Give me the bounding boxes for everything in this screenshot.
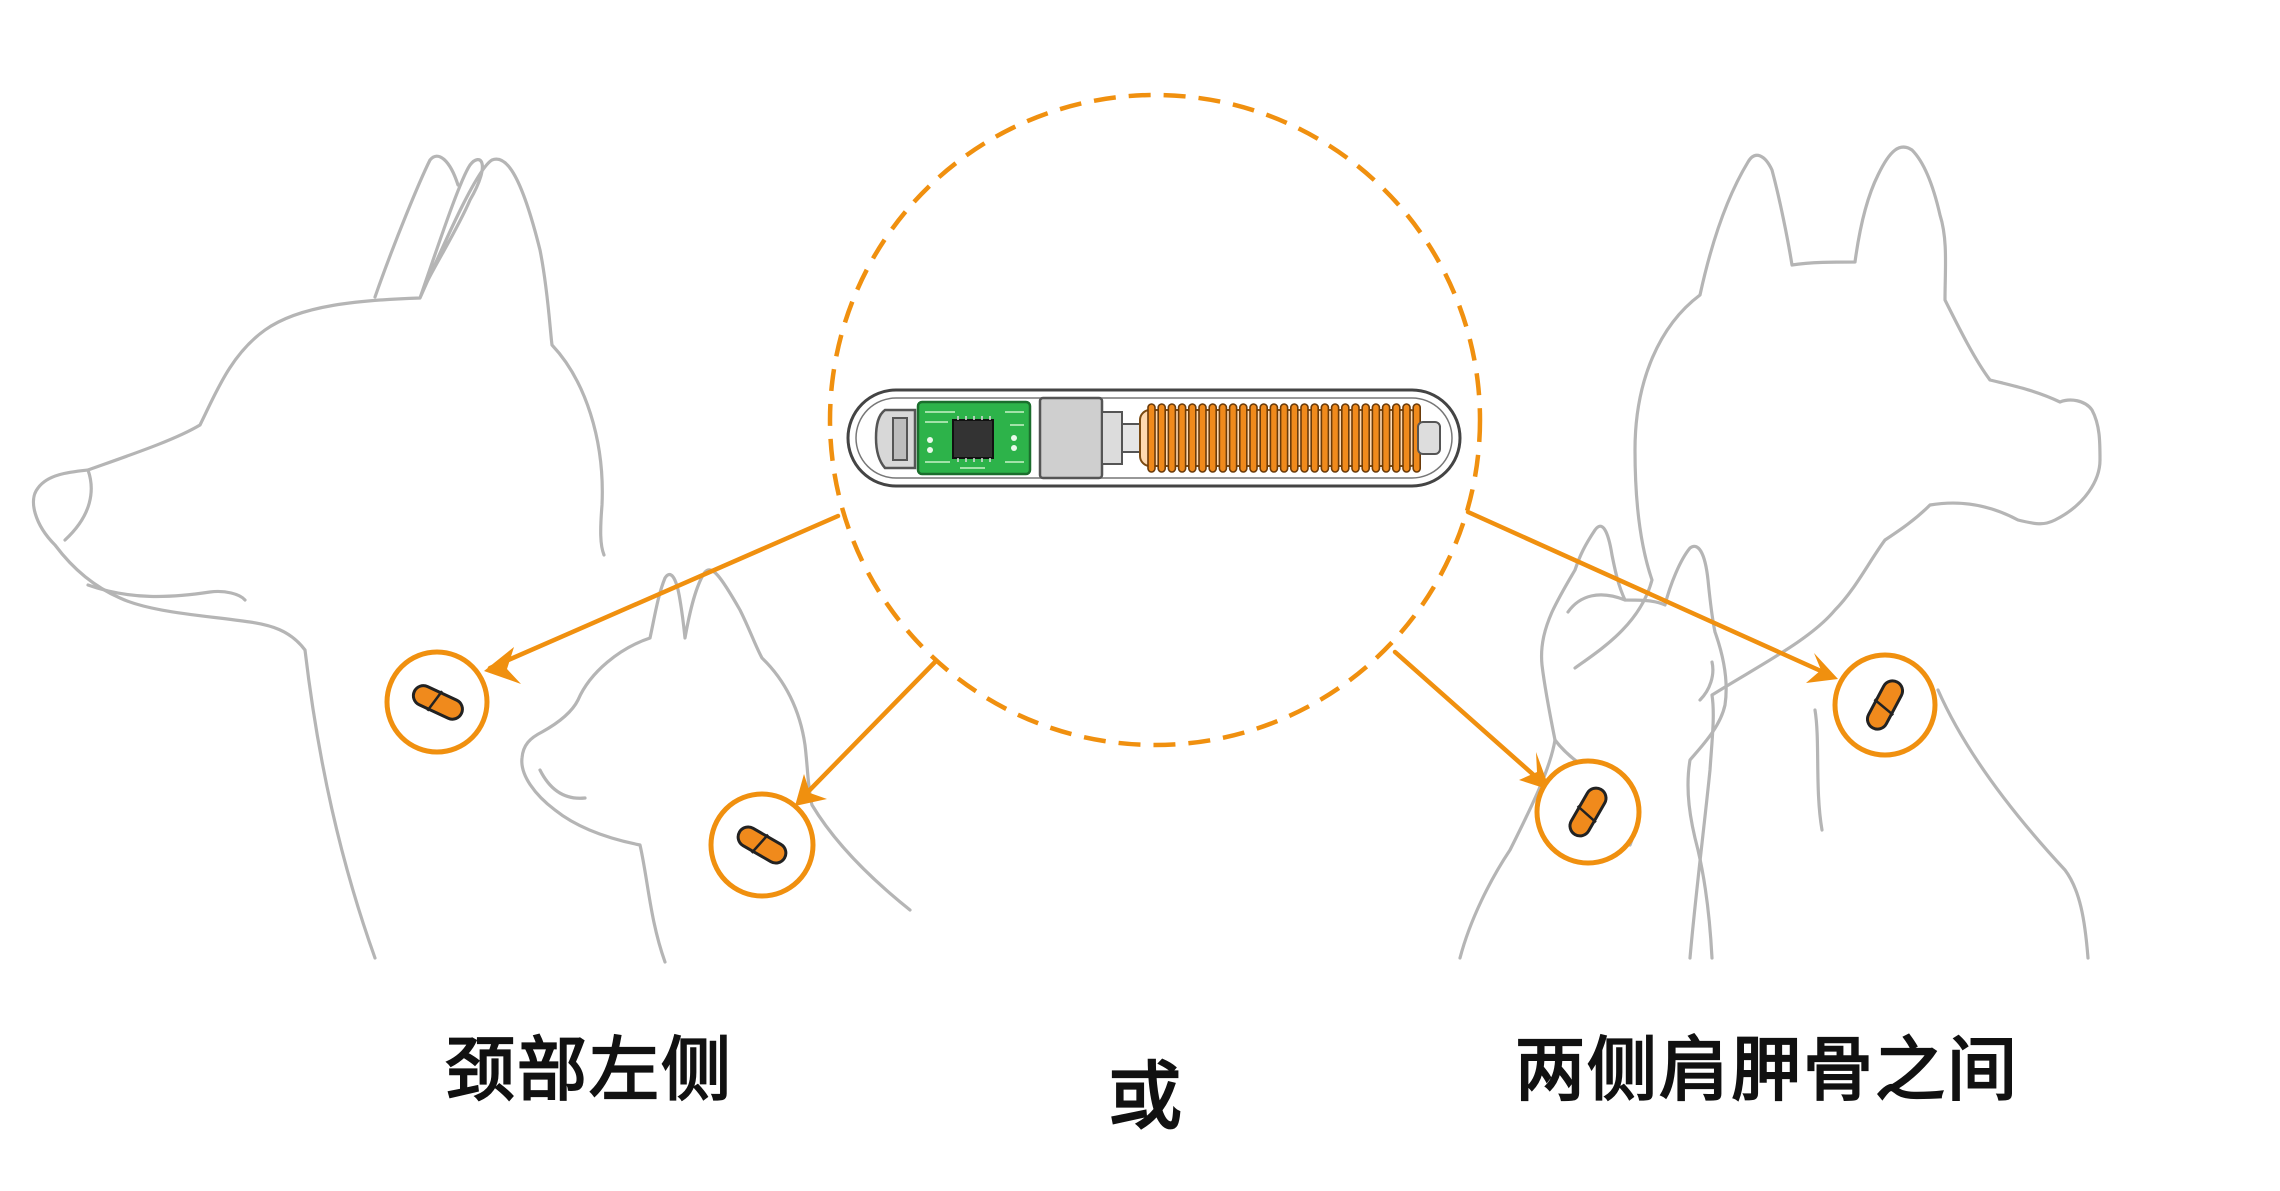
coil-winding: [1402, 403, 1411, 473]
magnifier-circle: [827, 92, 1483, 748]
right-big-cat-chest: [1813, 708, 1824, 832]
coil-winding: [1188, 403, 1197, 473]
coil-winding: [1371, 403, 1381, 473]
coil-winding: [1249, 403, 1258, 473]
coil-winding: [1341, 403, 1350, 473]
implant-capsule-icon: [411, 684, 464, 721]
arrow-cat-neck: [797, 659, 938, 803]
coil-winding: [1310, 403, 1319, 473]
left-cat-outline: [520, 568, 912, 964]
coil-winding: [1239, 403, 1248, 473]
microchip-capsule-icon: [846, 388, 1462, 488]
coil-winding: [1208, 403, 1217, 473]
arrow-big-cat-shoulders: [1465, 509, 1835, 679]
label-between-shoulders: 两侧肩胛骨之间: [1515, 1029, 2019, 1111]
coil-winding: [1269, 403, 1279, 473]
arrow-dog-neck: [487, 513, 841, 671]
right-big-cat-back: [1936, 688, 2090, 960]
coil-winding: [1351, 403, 1360, 473]
coil-winding: [1228, 403, 1238, 473]
coil-winding: [1300, 403, 1309, 473]
coil-winding: [1218, 403, 1228, 473]
label-or: 或: [1108, 1054, 1182, 1140]
dog-jaw-line: [86, 583, 247, 602]
chip-icon: [952, 419, 994, 459]
dog-chin-line: [63, 468, 93, 542]
dog-outline: [31, 157, 606, 960]
coil-winding: [1361, 403, 1370, 473]
coil-winding: [1198, 403, 1207, 473]
right-big-cat-outline: [1573, 145, 2102, 960]
dog-ear-inner: [373, 154, 460, 299]
left-cat-mouth: [538, 768, 587, 800]
coil-winding: [1381, 403, 1391, 473]
right-small-cat-face: [1566, 593, 1715, 702]
coil-winding: [1167, 403, 1177, 473]
coil-winding: [1392, 403, 1401, 473]
coil-winding: [1177, 403, 1187, 473]
coil-winding: [1147, 403, 1156, 473]
coil-winding: [1259, 403, 1268, 473]
coil-winding: [1279, 403, 1289, 473]
antenna-coil: [1139, 403, 1421, 473]
coil-winding: [1330, 403, 1340, 473]
coil-winding: [1157, 403, 1166, 473]
coil-winding: [1290, 403, 1299, 473]
coil-winding: [1320, 403, 1330, 473]
label-neck-left: 颈部左侧: [445, 1029, 733, 1111]
arrow-small-cat-shoulders: [1392, 649, 1548, 788]
